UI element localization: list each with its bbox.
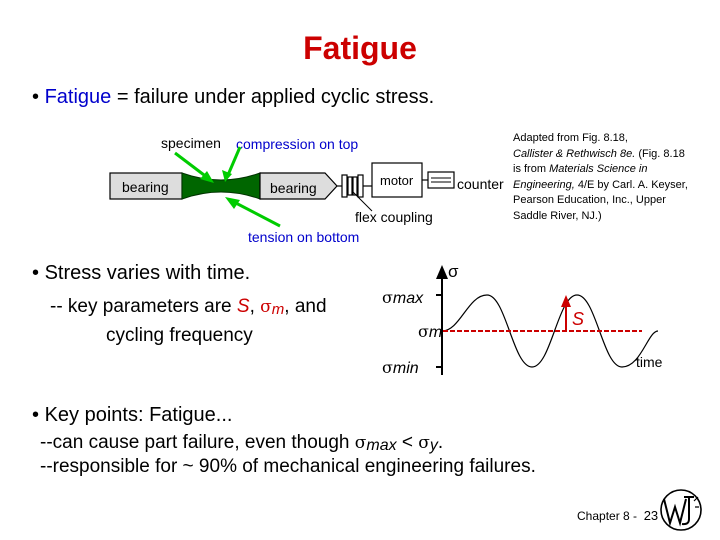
specimen-label: specimen (161, 135, 221, 151)
credit-fig-prefix: (Fig. (635, 147, 661, 160)
bullet-key-points: • Key points: Fatigue... (32, 404, 232, 427)
amplitude-arrow-icon (561, 295, 571, 307)
sigma-symbol: σ (418, 433, 430, 453)
bullet-dot: • (32, 86, 45, 108)
param-S: S (236, 296, 250, 317)
stress-varies-text: Stress varies with time. (44, 262, 251, 284)
counter-label: counter (457, 176, 504, 192)
left-bearing (109, 172, 183, 200)
green-arrows (174, 146, 281, 228)
counter-box (427, 171, 455, 189)
sigma-min-label: σmin (382, 358, 419, 377)
sigma-m-label: σm (418, 322, 442, 341)
y-axis-arrow-icon (436, 265, 448, 279)
fatigue-definition-text: = failure under applied cyclic stress. (111, 86, 435, 108)
flex-coupling-icon (337, 174, 372, 198)
amplitude-S-label: S (572, 309, 584, 329)
flex-coupling-pointer (351, 190, 373, 212)
right-bearing (259, 172, 338, 200)
footer: Chapter 8 - 23 (577, 508, 658, 523)
credit-rest: 4/E by Carl. A. Keyser, Pearson Educatio… (513, 178, 688, 222)
sigma-symbol: σ (354, 433, 367, 453)
max-subscript: max (366, 437, 397, 454)
part-failure-text: --can cause part failure, even though (40, 432, 355, 453)
cycling-frequency-text: cycling frequency (106, 325, 253, 346)
tension-label: tension on bottom (248, 229, 359, 245)
key-point-part-failure: --can cause part failure, even though σm… (40, 432, 443, 455)
fatigue-term: Fatigue (44, 86, 112, 108)
less-than: < (396, 432, 419, 453)
credit-text: 8.18 is from (513, 147, 685, 176)
compression-label: compression on top (236, 136, 358, 152)
key-params-text: -- key parameters are (50, 296, 237, 317)
time-axis-label: time (636, 354, 663, 370)
key-parameters: -- key parameters are S, σm, and cycling… (50, 294, 327, 349)
figure-credit: Adapted from Fig. 8.18, Callister & Reth… (513, 131, 688, 224)
param-m-subscript: m (271, 301, 285, 318)
y-subscript: y (429, 437, 438, 454)
credit-line: Adapted from Fig. 8.18, (513, 132, 628, 144)
motor-label: motor (380, 173, 414, 188)
right-bearing-label: bearing (270, 180, 317, 196)
sigma-axis-label: σ (448, 262, 459, 281)
page-number: 23 (643, 508, 659, 523)
stress-time-plot: σ σmax σm σmin S time (382, 262, 663, 377)
stress-cycle-curve (441, 294, 659, 368)
publisher-logo-icon (660, 489, 702, 531)
bullet-fatigue-definition: • Fatigue = failure under applied cyclic… (32, 86, 434, 109)
separator: , and (284, 296, 327, 317)
left-bearing-label: bearing (122, 179, 169, 195)
sigma-symbol: σ (260, 297, 272, 317)
key-points-text: Key points: Fatigue... (44, 404, 233, 426)
slide-title: Fatigue (303, 30, 417, 66)
fatigue-test-diagram: specimen compression on top bearing bear… (109, 135, 504, 245)
motor-box (371, 162, 423, 198)
separator: , (249, 296, 261, 317)
bullet-stress-varies: • Stress varies with time. (32, 262, 250, 285)
sigma-max-label: σmax (382, 288, 424, 307)
specimen-bar (181, 172, 261, 200)
bullet-dot: • (32, 404, 45, 426)
period: . (437, 432, 444, 453)
key-point-responsible: --responsible for ~ 90% of mechanical en… (40, 456, 536, 477)
credit-source-title: Materials Science in Engineering, (513, 163, 648, 191)
chapter-label: Chapter 8 - (577, 509, 638, 523)
credit-book-title: Callister & Rethwisch 8e. (513, 147, 636, 160)
flex-coupling-label: flex coupling (355, 209, 433, 225)
bullet-dot: • (32, 262, 45, 284)
